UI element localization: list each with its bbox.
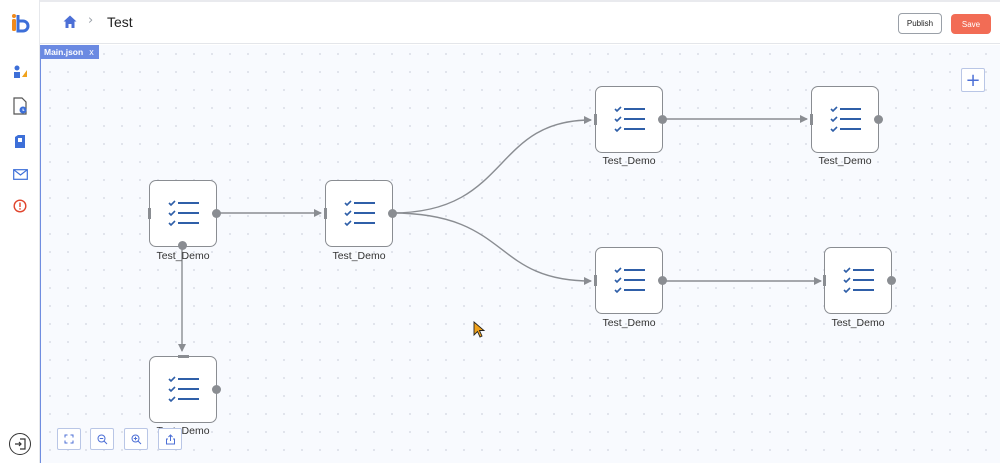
output-port[interactable] [887,276,896,285]
export-button[interactable] [158,428,182,450]
input-port[interactable] [594,275,597,286]
file-tab[interactable]: Main.json x [41,45,99,59]
publish-button[interactable]: Publish [898,13,942,34]
zoom-in-button[interactable] [124,428,148,450]
workflow-icon[interactable] [10,62,30,82]
document-clock-icon[interactable] [10,96,30,116]
input-port[interactable] [810,114,813,125]
flow-node[interactable] [324,180,397,247]
home-icon[interactable] [62,14,78,30]
node-label: Test_Demo [156,425,210,437]
output-port[interactable] [212,385,221,394]
input-port[interactable] [594,114,597,125]
flow-node[interactable] [148,180,221,250]
flow-node[interactable] [594,247,667,314]
header: › Test Publish Save [40,0,1000,44]
zoom-out-icon [97,434,107,444]
flow-node[interactable] [810,86,883,153]
export-icon [165,433,175,444]
zoom-out-button[interactable] [90,428,114,450]
node-label: Test_Demo [332,250,386,262]
checklist-icon [614,267,645,294]
file-tab-label: Main.json [44,47,84,57]
checklist-icon [843,267,874,294]
zoom-in-icon [131,434,141,444]
connectors [178,115,822,352]
sidebar [0,0,40,463]
flow-canvas[interactable]: Main.json x + [40,45,1000,463]
save-button[interactable]: Save [951,14,991,34]
output-port-bottom[interactable] [178,241,187,250]
output-port[interactable] [388,209,397,218]
connector-2-3 [391,116,592,214]
page-title: Test [107,14,133,30]
node-label: Test_Demo [831,317,885,329]
checklist-icon [830,106,861,133]
breadcrumb-separator: › [88,13,94,28]
mouse-cursor-icon [473,321,486,338]
mail-icon[interactable] [10,164,30,184]
add-node-button[interactable]: + [961,68,985,92]
output-port[interactable] [658,115,667,124]
output-port[interactable] [874,115,883,124]
node-label: Test_Demo [156,250,210,262]
fit-view-button[interactable] [57,428,81,450]
checklist-icon [614,106,645,133]
node-label: Test_Demo [602,155,656,167]
checklist-icon [168,376,199,403]
alert-icon[interactable] [10,196,30,216]
fit-view-icon [64,434,74,444]
output-port[interactable] [658,276,667,285]
input-port[interactable] [148,208,151,219]
input-port[interactable] [178,355,189,358]
input-port[interactable] [823,275,826,286]
input-port[interactable] [324,208,327,219]
close-tab-button[interactable]: x [89,47,94,57]
flow-node[interactable] [823,247,896,314]
node-label: Test_Demo [818,155,872,167]
checklist-icon [344,200,375,227]
checklist-icon [168,200,199,227]
logout-icon[interactable] [9,433,31,455]
flow-node[interactable] [149,355,221,423]
node-label: Test_Demo [602,317,656,329]
output-port[interactable] [212,209,221,218]
logo-icon[interactable] [9,12,31,34]
connector-2-4 [391,212,592,285]
flow-node[interactable] [594,86,667,153]
sim-card-icon[interactable] [10,131,30,151]
